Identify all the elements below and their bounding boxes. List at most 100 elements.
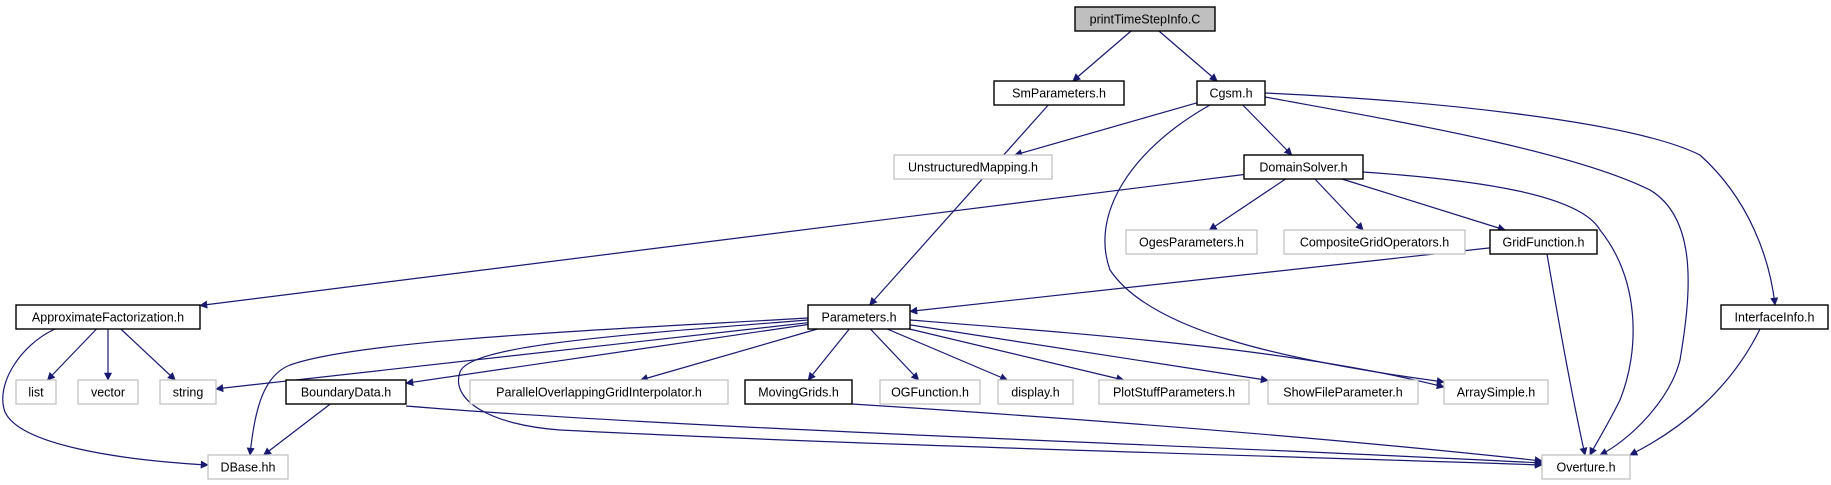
node-label-smparam: SmParameters.h: [1012, 87, 1106, 101]
node-label-overture: Overture.h: [1556, 461, 1615, 475]
node-label-root: printTimeStepInfo.C: [1090, 13, 1201, 27]
edge-domain-to-cgops: [1314, 178, 1364, 231]
node-oges: OgesParameters.h: [1125, 229, 1258, 255]
edge-params-to-display: [886, 328, 1009, 381]
node-layer: printTimeStepInfo.C SmParameters.h Cgsm.hU…: [15, 6, 1829, 480]
node-box-root: [1074, 6, 1216, 32]
node-box-plotstuff: [1098, 379, 1250, 405]
node-box-domain: [1243, 154, 1364, 180]
node-box-params: [807, 304, 911, 330]
edge-cgsm-to-domain: [1242, 104, 1293, 156]
edge-params-to-pogi: [639, 328, 818, 382]
node-label-vector: vector: [91, 386, 125, 400]
node-display: display.h: [997, 379, 1074, 405]
edge-iface-to-overture: [1629, 328, 1761, 456]
edge-root-to-smparam: [1072, 30, 1132, 82]
edge-params-to-moving: [807, 328, 850, 381]
edge-params-to-showfile: [909, 324, 1269, 384]
edge-domain-to-gridfunc: [1341, 178, 1506, 232]
node-label-cgsm: Cgsm.h: [1209, 87, 1252, 101]
node-showfile: ShowFileParameter.h: [1267, 379, 1419, 405]
node-box-bdata: [285, 379, 407, 405]
node-label-approx: ApproximateFactorization.h: [32, 311, 184, 325]
node-smparam[interactable]: SmParameters.h: [993, 80, 1125, 106]
node-domain[interactable]: DomainSolver.h: [1243, 154, 1364, 180]
edge-domain-to-approx: [199, 173, 1245, 309]
node-params[interactable]: Parameters.h: [807, 304, 911, 330]
edge-bdata-to-dbase: [263, 403, 331, 456]
node-label-params: Parameters.h: [821, 311, 896, 325]
node-box-vector: [77, 379, 139, 405]
node-plotstuff: PlotStuffParameters.h: [1098, 379, 1250, 405]
node-approx[interactable]: ApproximateFactorization.h: [15, 304, 201, 330]
node-box-showfile: [1267, 379, 1419, 405]
node-label-unstruct: UnstructuredMapping.h: [908, 161, 1038, 175]
node-bdata[interactable]: BoundaryData.h: [285, 379, 407, 405]
edge-params-to-overture: [457, 319, 1543, 469]
node-label-cgops: CompositeGridOperators.h: [1300, 236, 1449, 250]
edge-params-to-plotstuff: [909, 328, 1125, 383]
node-arraysimple: ArraySimple.h: [1443, 379, 1549, 405]
node-label-moving: MovingGrids.h: [758, 386, 839, 400]
node-unstruct: UnstructuredMapping.h: [893, 154, 1053, 180]
edge-params-to-dbase: [246, 317, 809, 456]
node-dbase: DBase.hh: [207, 454, 289, 480]
node-box-string: [159, 379, 217, 405]
node-box-cgsm: [1196, 80, 1266, 106]
node-label-plotstuff: PlotStuffParameters.h: [1113, 386, 1235, 400]
node-pogi: ParallelOverlappingGridInterpolator.h: [469, 379, 729, 405]
node-box-unstruct: [893, 154, 1053, 180]
edge-approx-to-dbase: [2, 328, 209, 469]
edge-gridfunc-to-params: [909, 247, 1491, 315]
node-label-oges: OgesParameters.h: [1139, 236, 1244, 250]
node-gridfunc[interactable]: GridFunction.h: [1489, 229, 1598, 255]
edge-moving-to-overture: [851, 403, 1543, 465]
node-label-list: list: [28, 386, 44, 400]
node-iface[interactable]: InterfaceInfo.h: [1720, 304, 1829, 330]
node-box-ogfunc: [879, 379, 981, 405]
node-root[interactable]: printTimeStepInfo.C: [1074, 6, 1216, 32]
edge-approx-to-list: [46, 328, 97, 381]
node-label-domain: DomainSolver.h: [1259, 161, 1347, 175]
node-label-iface: InterfaceInfo.h: [1735, 311, 1815, 325]
edge-approx-to-string: [120, 328, 176, 381]
edge-gridfunc-to-overture: [1546, 253, 1588, 456]
node-cgops: CompositeGridOperators.h: [1283, 229, 1466, 255]
node-label-bdata: BoundaryData.h: [301, 386, 391, 400]
node-label-showfile: ShowFileParameter.h: [1283, 386, 1403, 400]
node-vector: vector: [77, 379, 139, 405]
edge-cgsm-to-unstruct: [1014, 102, 1198, 157]
node-box-smparam: [993, 80, 1125, 106]
node-ogfunc: OGFunction.h: [879, 379, 981, 405]
node-label-gridfunc: GridFunction.h: [1503, 236, 1585, 250]
node-list: list: [15, 379, 57, 405]
node-moving[interactable]: MovingGrids.h: [744, 379, 853, 405]
edge-params-to-string: [215, 322, 809, 393]
node-overture: Overture.h: [1541, 454, 1631, 480]
node-box-cgops: [1283, 229, 1466, 255]
node-box-list: [15, 379, 57, 405]
node-box-gridfunc: [1489, 229, 1598, 255]
node-box-display: [997, 379, 1074, 405]
edge-layer: [2, 30, 1779, 469]
node-label-display: display.h: [1011, 386, 1059, 400]
node-box-iface: [1720, 304, 1829, 330]
node-label-dbase: DBase.hh: [221, 461, 276, 475]
node-cgsm[interactable]: Cgsm.h: [1196, 80, 1266, 106]
node-box-oges: [1125, 229, 1258, 255]
node-string: string: [159, 379, 217, 405]
edge-params-to-arraysimple: [909, 319, 1445, 390]
node-box-moving: [744, 379, 853, 405]
node-label-pogi: ParallelOverlappingGridInterpolator.h: [496, 386, 702, 400]
node-box-dbase: [207, 454, 289, 480]
node-label-ogfunc: OGFunction.h: [891, 386, 969, 400]
node-box-pogi: [469, 379, 729, 405]
edge-domain-to-oges: [1208, 178, 1286, 231]
edge-params-to-ogfunc: [869, 328, 920, 381]
edge-cgsm-to-iface: [1264, 92, 1779, 306]
edge-smparam-to-params: [869, 104, 1049, 306]
edge-params-to-bdata: [405, 323, 809, 387]
edge-bdata-to-overture: [405, 405, 1543, 467]
node-label-string: string: [173, 386, 204, 400]
